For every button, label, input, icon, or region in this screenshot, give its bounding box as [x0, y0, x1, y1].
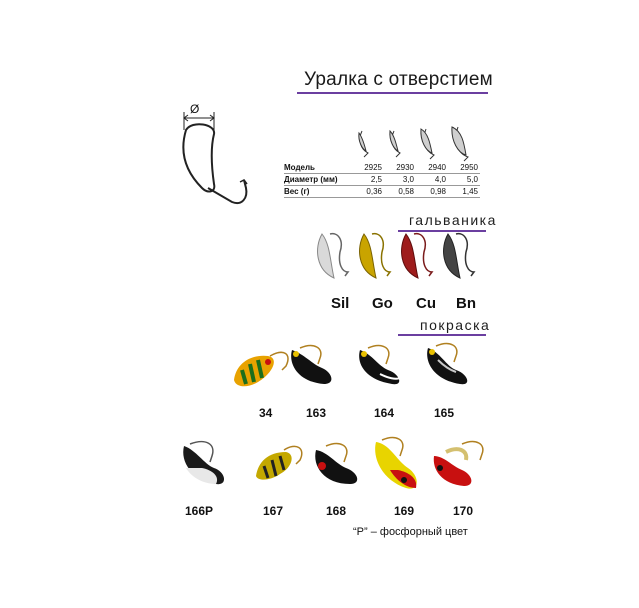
finish-code: Bn	[456, 295, 476, 312]
spec-value: 0,58	[384, 185, 416, 198]
spec-table: Модель 2925 2930 2940 2950 Диаметр (мм) …	[284, 162, 480, 198]
spec-value: 3,0	[384, 173, 416, 186]
jig-168	[315, 442, 358, 484]
jig-sil	[317, 232, 350, 279]
section-paint-label: покраска	[420, 317, 491, 333]
spec-value: 0,98	[416, 185, 448, 198]
model-hooks	[358, 126, 469, 162]
jig-167	[256, 445, 303, 480]
finish-code: Cu	[416, 295, 436, 312]
spec-row-weight: Вес (г) 0,36 0,58 0,98 1,45	[284, 185, 480, 198]
phosphor-footnote: “P” – фосфорный цвет	[353, 526, 468, 538]
color-code: 34	[259, 406, 273, 420]
spec-value: 5,0	[448, 173, 480, 186]
color-code: 169	[394, 504, 415, 518]
spec-label: Модель	[284, 162, 352, 174]
title-underline	[297, 92, 488, 94]
paint-jigs-row2	[183, 436, 484, 489]
jig-165	[427, 342, 468, 385]
jig-diagram	[182, 112, 248, 204]
jig-bn	[443, 232, 476, 279]
spec-value: 1,45	[448, 185, 480, 198]
jig-go	[359, 232, 392, 279]
jig-cu	[401, 232, 434, 279]
section-plating-rule	[398, 230, 486, 232]
spec-value: 0,36	[352, 185, 384, 198]
jig-163	[291, 344, 332, 384]
diameter-symbol: Ø	[190, 102, 200, 116]
jig-164	[359, 344, 401, 385]
finish-code: Sil	[331, 295, 350, 312]
color-code: 170	[453, 504, 474, 518]
jig-170	[433, 440, 484, 486]
plating-jigs	[317, 232, 476, 279]
spec-value: 4,0	[416, 173, 448, 186]
jig-169	[375, 436, 417, 489]
section-plating-label: гальваника	[409, 212, 497, 228]
page-title: Уралка с отверстием	[304, 69, 493, 90]
paint-jigs-row1	[234, 342, 468, 387]
section-paint-rule	[398, 334, 486, 336]
color-code: 166P	[185, 504, 214, 518]
spec-label: Вес (г)	[284, 185, 352, 198]
spec-value: 2925	[352, 162, 384, 174]
color-code: 164	[374, 406, 395, 420]
color-code: 167	[263, 504, 284, 518]
spec-value: 2,5	[352, 173, 384, 186]
color-code: 163	[306, 406, 327, 420]
finish-code: Go	[372, 295, 393, 312]
spec-value: 2930	[384, 162, 416, 174]
spec-label: Диаметр (мм)	[284, 173, 352, 186]
spec-value: 2940	[416, 162, 448, 174]
spec-value: 2950	[448, 162, 480, 174]
color-code: 165	[434, 406, 455, 420]
color-code: 168	[326, 504, 347, 518]
spec-row-diameter: Диаметр (мм) 2,5 3,0 4,0 5,0	[284, 173, 480, 186]
jig-166p	[183, 440, 225, 485]
spec-row-model: Модель 2925 2930 2940 2950	[284, 162, 480, 174]
jig-34	[234, 351, 289, 387]
